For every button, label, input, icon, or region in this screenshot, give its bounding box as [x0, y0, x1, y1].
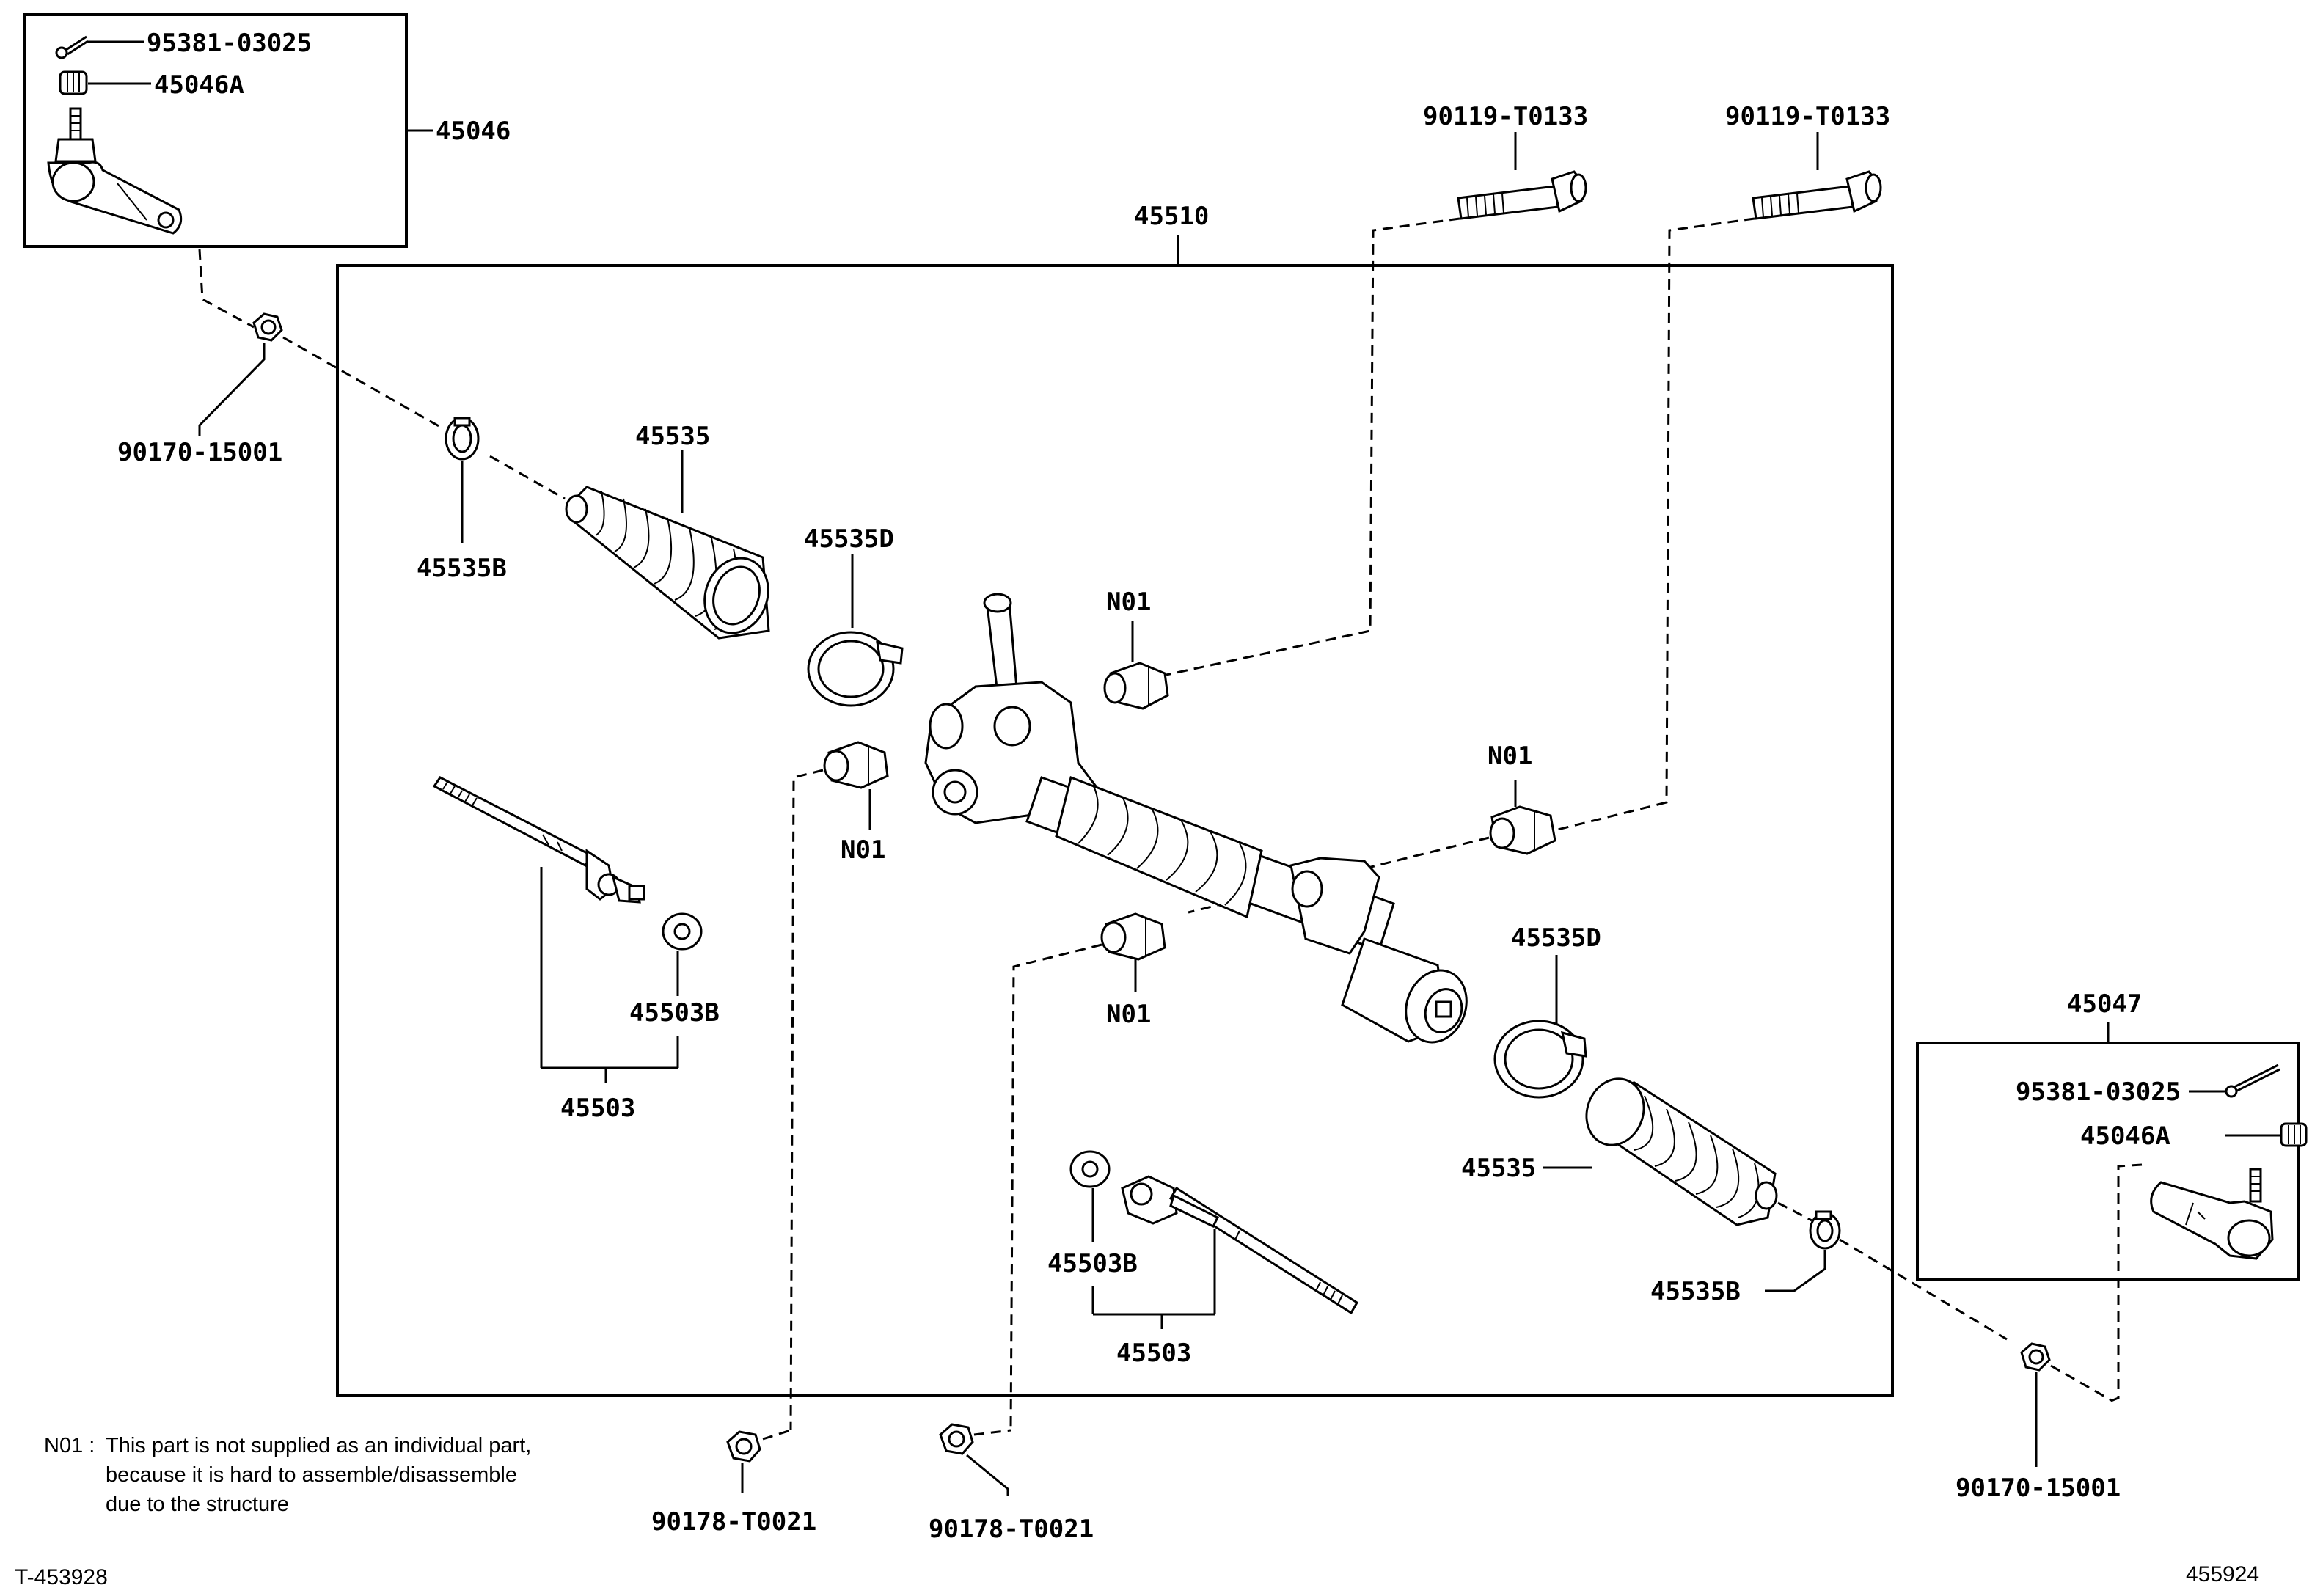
- label-nut-right: 45046A: [2080, 1121, 2170, 1151]
- flange-nut-2-icon: [939, 1423, 974, 1455]
- label-tie-rod-end-left: 45046: [436, 117, 511, 146]
- label-cotter-pin-right: 95381-03025: [2016, 1077, 2181, 1107]
- inner-tie-rod-left-icon: [432, 776, 645, 904]
- note-line-3: due to the structure: [106, 1493, 289, 1516]
- label-bolt-1: 90119-T0133: [1423, 102, 1588, 131]
- label-bushing-upper: N01: [1106, 587, 1151, 617]
- label-clamp-left: 45535D: [804, 524, 894, 554]
- rack-boot-right-icon: [1585, 1077, 1778, 1226]
- lock-washer-left-icon: [662, 912, 703, 951]
- boot-clip-right-icon: [1809, 1210, 1841, 1250]
- label-bolt-nut-2: 90178-T0021: [929, 1515, 1094, 1544]
- label-bolt-2: 90119-T0133: [1725, 102, 1890, 131]
- footer-right-code: 455924: [2186, 1562, 2259, 1586]
- footer-left-code: T-453928: [15, 1565, 108, 1589]
- label-boot-left: 45535: [635, 422, 710, 451]
- bushing-left-icon: [823, 741, 889, 789]
- label-boot-right: 45535: [1461, 1154, 1536, 1183]
- tie-rod-end-left-icon: [47, 107, 183, 235]
- bushing-lower-icon: [1100, 912, 1166, 961]
- label-clip-right: 45535B: [1650, 1277, 1741, 1306]
- cotter-pin-left-icon: [55, 35, 89, 59]
- rack-boot-left-icon: [565, 486, 770, 640]
- label-tie-rod-end-right: 45047: [2067, 989, 2142, 1019]
- label-nut-left: 45046A: [154, 70, 244, 100]
- cotter-pin-right-icon: [2225, 1064, 2280, 1098]
- note-line-1: This part is not supplied as an individu…: [106, 1434, 531, 1457]
- mounting-bolt-1-icon: [1457, 170, 1587, 220]
- castle-nut-right-icon: [2280, 1122, 2308, 1147]
- inner-tie-rod-right-icon: [1121, 1175, 1359, 1315]
- label-bushing-right: N01: [1488, 742, 1532, 771]
- label-nut-right-lower: 90170-15001: [1956, 1474, 2121, 1503]
- hex-nut-right-icon: [2020, 1342, 2051, 1372]
- label-clamp-right: 45535D: [1511, 923, 1601, 953]
- label-bushing-left: N01: [841, 835, 885, 865]
- flange-nut-1-icon: [726, 1430, 761, 1463]
- label-inner-rod-right: 45503: [1116, 1339, 1191, 1368]
- label-washer-right: 45503B: [1047, 1249, 1138, 1278]
- boot-clamp-left-icon: [807, 631, 904, 707]
- castle-nut-left-icon: [59, 70, 88, 95]
- tie-rod-end-right-icon: [2150, 1168, 2274, 1260]
- boot-clamp-right-icon: [1493, 1020, 1587, 1099]
- rack-assembly-box: [336, 264, 1894, 1396]
- boot-clip-left-icon: [445, 417, 480, 461]
- bushing-upper-icon: [1103, 662, 1169, 710]
- label-nut-left-lower: 90170-15001: [117, 438, 282, 467]
- label-washer-left: 45503B: [629, 998, 720, 1028]
- note-line-2: because it is hard to assemble/disassemb…: [106, 1463, 517, 1487]
- hex-nut-left-icon: [252, 312, 283, 342]
- label-cotter-pin-left: 95381-03025: [147, 29, 312, 58]
- lock-washer-right-icon: [1069, 1150, 1111, 1188]
- note-key: N01 :: [44, 1434, 95, 1457]
- label-bushing-lower: N01: [1106, 1000, 1151, 1029]
- label-rack-assembly: 45510: [1134, 202, 1209, 231]
- label-inner-rod-left: 45503: [560, 1094, 635, 1123]
- label-clip-left: 45535B: [417, 554, 507, 583]
- steering-rack-housing-icon: [924, 593, 1468, 1044]
- mounting-bolt-2-icon: [1752, 170, 1882, 220]
- label-bolt-nut-1: 90178-T0021: [651, 1507, 816, 1537]
- bushing-right-icon: [1489, 805, 1556, 855]
